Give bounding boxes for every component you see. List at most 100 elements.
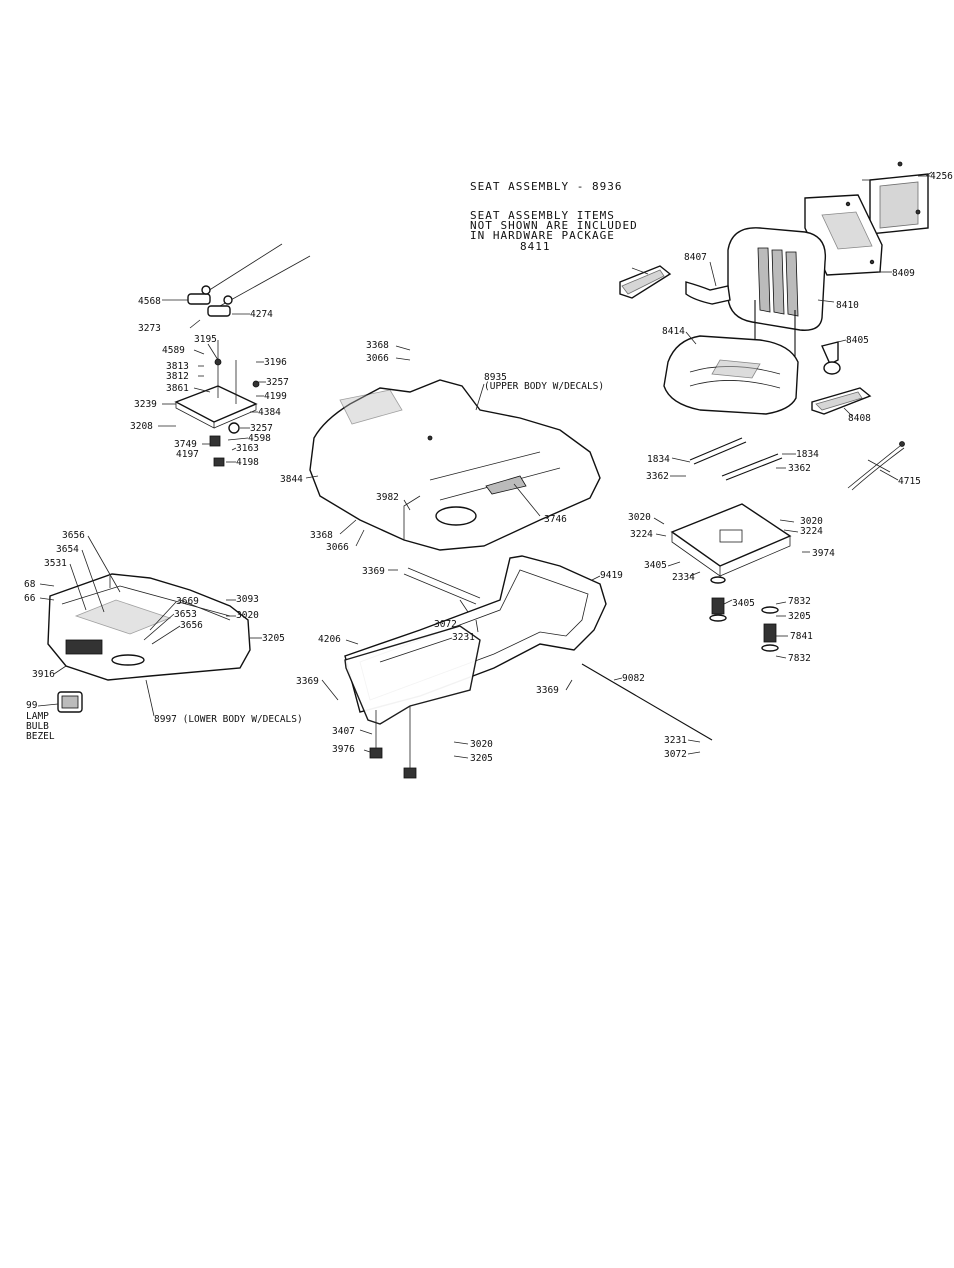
label-3362-right: 3362: [788, 463, 811, 474]
label-3844: 3844: [280, 474, 303, 485]
label-66: 66: [24, 593, 36, 604]
label-3196: 3196: [264, 357, 287, 368]
label-3369-left: 3369: [296, 676, 319, 687]
part-8410-seat-back: [727, 227, 827, 360]
label-99: 99: [26, 700, 38, 711]
label-bulb: BULB: [26, 721, 49, 732]
label-1834-right: 1834: [796, 449, 819, 460]
label-3976: 3976: [332, 744, 355, 755]
label-3861: 3861: [166, 383, 189, 394]
label-3746: 3746: [544, 514, 567, 525]
label-4589: 4589: [162, 345, 185, 356]
label-1834-left: 1834: [647, 454, 670, 465]
label-8935: 8935: [484, 372, 507, 383]
svg-text:NOT SHOWN ARE INCLUDED: NOT SHOWN ARE INCLUDED: [470, 219, 638, 232]
label-3205-front: 3205: [262, 633, 285, 644]
diagram-title: SEAT ASSEMBLY - 8936: [470, 180, 622, 193]
label-3405-right: 3405: [732, 598, 755, 609]
label-3195: 3195: [194, 334, 217, 345]
seat-assembly-note: SEAT ASSEMBLY ITEMS NOT SHOWN ARE INCLUD…: [470, 209, 638, 253]
part-labels: 4256 8409 8407 8410 8414 8405 8408 1834 …: [24, 171, 953, 764]
label-3066-top: 3066: [366, 353, 389, 364]
label-3974: 3974: [812, 548, 835, 559]
label-8935-sub: (UPPER BODY W/DECALS): [484, 381, 604, 392]
part-4256-bracket: [862, 161, 933, 235]
label-4384: 4384: [258, 407, 281, 418]
label-3653: 3653: [174, 609, 197, 620]
svg-text:8411: 8411: [520, 240, 551, 253]
label-3224-left: 3224: [630, 529, 653, 540]
label-2334: 2334: [672, 572, 695, 583]
label-4206: 4206: [318, 634, 341, 645]
label-3405-left: 3405: [644, 560, 667, 571]
label-8407: 8407: [684, 252, 707, 263]
label-7832-top: 7832: [788, 596, 811, 607]
label-3231-frame: 3231: [452, 632, 475, 643]
svg-text:IN HARDWARE PACKAGE: IN HARDWARE PACKAGE: [470, 229, 615, 242]
label-3369-top: 3369: [362, 566, 385, 577]
part-4568-cables: [187, 243, 311, 317]
part-3239-dash-plate: [174, 340, 260, 467]
label-3163: 3163: [236, 443, 259, 454]
label-3224-right: 3224: [800, 526, 823, 537]
label-3368-top: 3368: [366, 340, 389, 351]
label-4715: 4715: [898, 476, 921, 487]
label-9419: 9419: [600, 570, 623, 581]
label-3273: 3273: [138, 323, 161, 334]
part-7841-spring-right: [761, 606, 779, 652]
leader-lines: [37, 175, 930, 759]
label-4256: 4256: [930, 171, 953, 182]
label-3656-bottom: 3656: [180, 620, 203, 631]
label-7841: 7841: [790, 631, 813, 642]
label-3020-front: 3020: [236, 610, 259, 621]
label-3257-bottom: 3257: [250, 423, 273, 434]
label-9082: 9082: [622, 673, 645, 684]
label-8410: 8410: [836, 300, 859, 311]
label-3066-bottom: 3066: [326, 542, 349, 553]
part-8408-armrest-right: [811, 387, 872, 415]
part-9082-rod: [581, 663, 713, 741]
label-3205-right: 3205: [788, 611, 811, 622]
label-3368-bottom: 3368: [310, 530, 333, 541]
label-4568: 4568: [138, 296, 161, 307]
label-4198: 4198: [236, 457, 259, 468]
part-8935-upper-body: [309, 379, 601, 551]
label-3916: 3916: [32, 669, 55, 680]
label-3669: 3669: [176, 596, 199, 607]
label-3020-left: 3020: [628, 512, 651, 523]
label-8405: 8405: [846, 335, 869, 346]
label-8409: 8409: [892, 268, 915, 279]
part-8414-seat-cushion: [663, 335, 799, 415]
label-3020-right: 3020: [800, 516, 823, 527]
label-3231-rod: 3231: [664, 735, 687, 746]
part-3405-spring-left: [709, 576, 727, 622]
label-4199: 4199: [264, 391, 287, 402]
label-3982: 3982: [376, 492, 399, 503]
part-4715-cable: [847, 441, 905, 491]
label-68: 68: [24, 579, 36, 590]
part-3976-foot: [369, 706, 417, 779]
part-8405-bracket: [821, 341, 841, 375]
label-3812: 3812: [166, 371, 189, 382]
label-7832-bottom: 7832: [788, 653, 811, 664]
label-3093: 3093: [236, 594, 259, 605]
part-8997-lower-body: [47, 573, 251, 681]
part-2334-seat-plate: [670, 503, 792, 577]
label-3208: 3208: [130, 421, 153, 432]
svg-text:SEAT ASSEMBLY ITEMS: SEAT ASSEMBLY ITEMS: [470, 209, 615, 222]
part-1834-rails: [689, 437, 783, 481]
part-99-lamp-bulb-bezel: [57, 691, 83, 713]
label-3239: 3239: [134, 399, 157, 410]
label-4598: 4598: [248, 433, 271, 444]
label-3205-frame: 3205: [470, 753, 493, 764]
label-3407: 3407: [332, 726, 355, 737]
label-3257-top: 3257: [266, 377, 289, 388]
label-8997: 8997 (LOWER BODY W/DECALS): [154, 714, 303, 725]
label-3362-left: 3362: [646, 471, 669, 482]
label-bezel: BEZEL: [26, 731, 55, 742]
label-3531: 3531: [44, 558, 67, 569]
part-8407-arm-bracket: [685, 281, 731, 305]
label-3072-rod: 3072: [664, 749, 687, 760]
label-lamp: LAMP: [26, 711, 49, 722]
label-3072-frame: 3072: [434, 619, 457, 630]
